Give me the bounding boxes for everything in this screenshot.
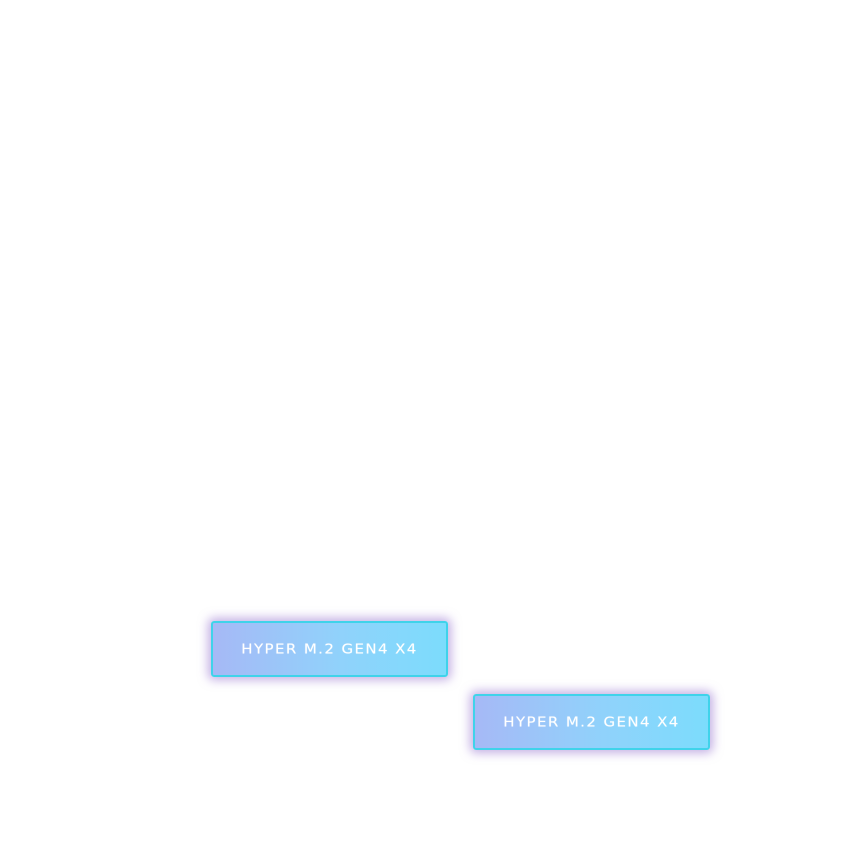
product-label-badge: HYPER M.2 GEN4 X4 [473, 694, 710, 750]
product-label-badge: HYPER M.2 GEN4 X4 [211, 621, 448, 677]
product-label-text: HYPER M.2 GEN4 X4 [503, 713, 680, 731]
product-label-text: HYPER M.2 GEN4 X4 [241, 640, 418, 658]
